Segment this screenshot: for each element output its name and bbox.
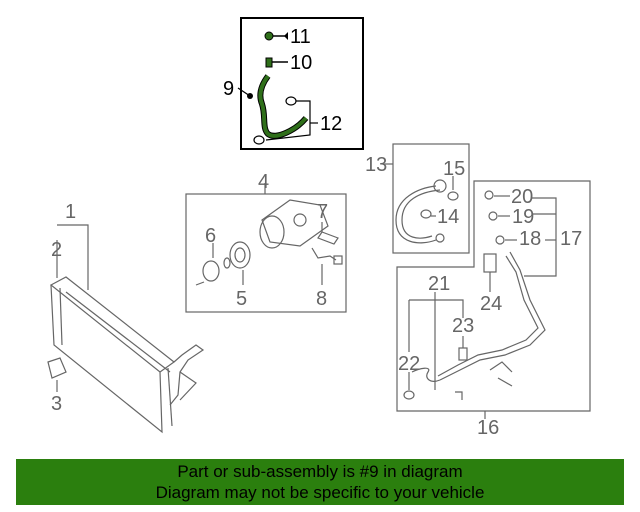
callout-23: 23 <box>452 315 474 337</box>
callout-8: 8 <box>316 288 327 310</box>
callout-3: 3 <box>51 393 62 415</box>
callout-10: 10 <box>290 52 312 74</box>
footer-line-2: Diagram may not be specific to your vehi… <box>155 483 485 502</box>
callout-6: 6 <box>205 225 216 247</box>
callout-12: 12 <box>320 113 342 135</box>
callout-2: 2 <box>51 239 62 261</box>
callout-14: 14 <box>437 206 459 228</box>
line-assembly-group-16: 16 17 18 19 20 21 22 23 24 <box>396 180 591 439</box>
footer-line-1: Part or sub-assembly is #9 in diagram <box>177 462 463 481</box>
callout-17: 17 <box>560 228 582 250</box>
callout-7: 7 <box>317 201 328 223</box>
callout-1: 1 <box>65 201 76 223</box>
callout-19: 19 <box>512 206 534 228</box>
exploded-parts-diagram: 9 11 10 12 1 2 3 <box>47 17 591 439</box>
callout-11: 11 <box>290 26 311 48</box>
callout-5: 5 <box>236 288 247 310</box>
callout-4: 4 <box>258 171 269 193</box>
callout-15: 15 <box>443 158 465 180</box>
callout-18: 18 <box>519 228 541 250</box>
hose-assembly-group-9[interactable]: 9 11 10 12 <box>223 17 364 150</box>
condenser-group: 1 2 3 <box>47 201 205 434</box>
callout-16: 16 <box>477 417 499 439</box>
callout-24: 24 <box>480 293 502 315</box>
hose-group-13: 13 15 14 <box>365 143 470 254</box>
compressor-group: 4 6 5 7 8 <box>185 171 347 313</box>
callout-13: 13 <box>365 154 387 176</box>
footer-notice: Part or sub-assembly is #9 in diagram Di… <box>16 459 624 505</box>
callout-9: 9 <box>223 78 234 100</box>
callout-20: 20 <box>511 186 533 208</box>
callout-22: 22 <box>398 353 420 375</box>
callout-21: 21 <box>428 273 450 295</box>
